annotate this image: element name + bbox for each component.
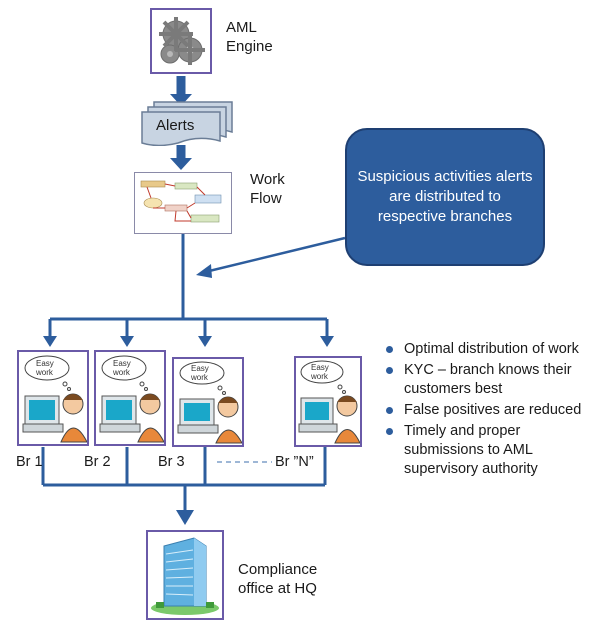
- arrowhead-alerts-to-workflow: [170, 158, 192, 170]
- svg-text:Easy: Easy: [311, 363, 329, 372]
- svg-text:Easy: Easy: [191, 364, 209, 373]
- callout-pointer-head: [196, 264, 212, 278]
- bullet-icon: [386, 407, 393, 414]
- document-stack-icon: [141, 101, 233, 146]
- svg-text:work: work: [310, 372, 329, 381]
- bullet-icon: [386, 346, 393, 353]
- branch-label-n: Br ”N”: [275, 454, 314, 470]
- list-item: Optimal distribution of work: [384, 340, 592, 359]
- svg-text:work: work: [35, 368, 54, 377]
- svg-text:work: work: [190, 373, 209, 382]
- list-item: KYC – branch knows their customers best: [384, 361, 592, 399]
- hq-label: Compliance office at HQ: [238, 561, 318, 597]
- branch-label-3: Br 3: [158, 454, 185, 470]
- bullet-icon: [386, 367, 393, 374]
- arrowhead-hq: [176, 510, 194, 525]
- branch-label-1: Br 1: [16, 454, 43, 470]
- aml-engine-box: [150, 8, 212, 74]
- workflow-diagram-icon: [140, 180, 222, 223]
- benefits-list: Optimal distribution of work KYC – branc…: [384, 340, 592, 481]
- branch-label-2: Br 2: [84, 454, 111, 470]
- bullet-icon: [386, 428, 393, 435]
- office-building-icon: [151, 537, 219, 615]
- workflow-box: [134, 172, 232, 234]
- list-item: False positives are reduced: [384, 401, 592, 420]
- arrowhead-brn: [320, 336, 334, 347]
- callout-box: Suspicious activities alerts are distrib…: [345, 128, 545, 266]
- svg-text:Easy: Easy: [113, 359, 131, 368]
- gears-icon: [159, 17, 205, 65]
- arrowhead-br1: [43, 336, 57, 347]
- callout-pointer: [204, 236, 346, 274]
- svg-text:Easy: Easy: [36, 359, 54, 368]
- list-item: Timely and proper submissions to AML sup…: [384, 422, 592, 479]
- svg-text:work: work: [112, 368, 131, 377]
- hq-box: [146, 530, 224, 620]
- arrowhead-br3: [198, 336, 212, 347]
- alerts-stack: Alerts: [140, 100, 236, 146]
- alerts-label: Alerts: [156, 117, 195, 134]
- workflow-label: Work Flow: [250, 171, 285, 207]
- arrowhead-br2: [120, 336, 134, 347]
- aml-engine-label: AML Engine: [226, 19, 273, 55]
- callout-text: Suspicious activities alerts are distrib…: [357, 168, 533, 225]
- arrowhead-engine-to-alerts: [170, 94, 192, 106]
